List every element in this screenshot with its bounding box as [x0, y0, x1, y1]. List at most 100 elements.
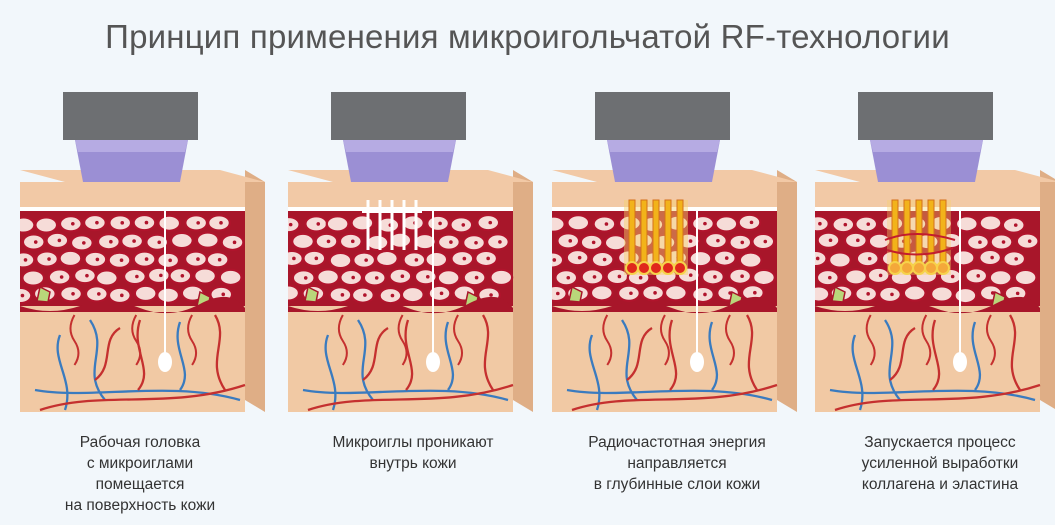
caption-line: Радиочастотная энергия: [588, 434, 766, 451]
cell-nucleus: [592, 275, 597, 279]
skin-cell: [878, 285, 902, 304]
artery: [307, 383, 514, 412]
basal-line: [20, 207, 245, 211]
cell-nucleus: [867, 256, 872, 261]
skin-cell: [21, 233, 46, 251]
cell-nucleus: [763, 239, 768, 244]
rf-heat-point: [625, 261, 639, 275]
dermis-edge: [20, 296, 245, 314]
skin-cell: [1002, 250, 1027, 268]
stage-caption-penetrate: Микроиглы проникают внутрь кожи: [288, 432, 538, 474]
handpiece-body: [595, 92, 730, 140]
cell-nucleus: [815, 256, 820, 261]
skin-cell: [831, 215, 856, 234]
cell-nucleus: [462, 256, 467, 261]
cell-nucleus: [217, 257, 222, 262]
fat-cell: [36, 285, 51, 303]
fat-cell: [304, 285, 319, 303]
skin-cell: [737, 213, 762, 232]
cell-nucleus: [638, 275, 643, 280]
skin-cell: [58, 215, 83, 233]
skin-cell: [703, 231, 728, 250]
capillary-loop: [865, 314, 876, 366]
skin-cell: [58, 249, 83, 268]
cell-nucleus: [47, 257, 51, 261]
skin-diagram: [552, 92, 797, 412]
artery: [213, 314, 226, 391]
skin-cell: [314, 232, 339, 251]
cell-nucleus: [843, 222, 848, 227]
skin-cell: [352, 251, 377, 269]
artery: [571, 383, 778, 412]
skin-cell: [751, 232, 776, 251]
skin-cell: [220, 233, 245, 252]
cell-nucleus: [856, 238, 860, 243]
vein: [884, 319, 901, 401]
rf-handpiece: [858, 92, 993, 182]
cell-nucleus: [703, 292, 707, 297]
cell-nucleus: [688, 273, 693, 277]
capillary-loop: [724, 314, 735, 366]
collagen-fiber: [884, 233, 956, 256]
vein: [851, 334, 864, 411]
cell-nucleus: [326, 239, 331, 244]
rf-heat-point: [924, 261, 938, 275]
capillary-loop: [659, 314, 670, 366]
skin-cell: [854, 215, 879, 233]
skin-cell: [663, 284, 688, 302]
cell-nucleus: [740, 274, 744, 278]
skin-cell: [450, 249, 475, 268]
skin-cell: [304, 215, 329, 233]
hair-bulb: [953, 352, 967, 372]
caption-line: Запускается процесс: [864, 434, 1016, 451]
subcutis-layer: [815, 306, 1040, 412]
vein: [708, 321, 718, 391]
vein: [357, 319, 374, 401]
cell-nucleus: [144, 257, 149, 261]
caption-line: внутрь кожи: [369, 455, 457, 472]
cell-nucleus: [976, 274, 981, 278]
caption-line: Микроиглы проникают: [332, 434, 494, 451]
skin-cell: [378, 286, 403, 305]
skin-cell: [552, 215, 566, 233]
skin-cell: [145, 233, 170, 251]
vein: [621, 319, 638, 401]
cell-nucleus: [390, 293, 395, 298]
cell-nucleus: [196, 221, 200, 225]
cell-nucleus: [488, 220, 493, 225]
skin-cell: [133, 284, 158, 303]
stage-panel-energy: [552, 90, 802, 432]
cell-nucleus: [374, 276, 379, 280]
cell-nucleus: [1027, 239, 1032, 243]
hair-bulb: [158, 352, 172, 372]
block-side-face: [777, 170, 797, 412]
skin-cell: [376, 216, 401, 234]
skin-cell: [902, 284, 927, 302]
skin-cell: [1015, 232, 1040, 250]
skin-cell: [424, 250, 449, 269]
skin-cell: [966, 233, 990, 251]
rf-heat-point: [661, 261, 675, 275]
skin-cell: [413, 268, 438, 286]
skin-cell: [485, 233, 510, 251]
skin-cell: [20, 286, 33, 305]
cell-nucleus: [364, 258, 368, 262]
vein: [566, 388, 773, 402]
cell-nucleus: [120, 293, 124, 298]
skin-cell: [291, 232, 315, 251]
epidermis-layer: [20, 182, 245, 207]
skin-cell: [728, 267, 753, 285]
skin-cell: [815, 285, 831, 303]
skin-cell: [328, 286, 353, 304]
skin-cell: [84, 285, 109, 303]
skin-cell: [388, 231, 413, 249]
cell-nucleus: [303, 276, 308, 280]
cell-nucleus: [990, 255, 994, 260]
cell-nucleus: [474, 275, 479, 280]
cell-nucleus: [95, 220, 99, 225]
rf-handpiece: [595, 92, 730, 182]
handpiece-body: [63, 92, 198, 140]
skin-cell: [691, 285, 715, 304]
capillary-loop: [602, 314, 613, 366]
